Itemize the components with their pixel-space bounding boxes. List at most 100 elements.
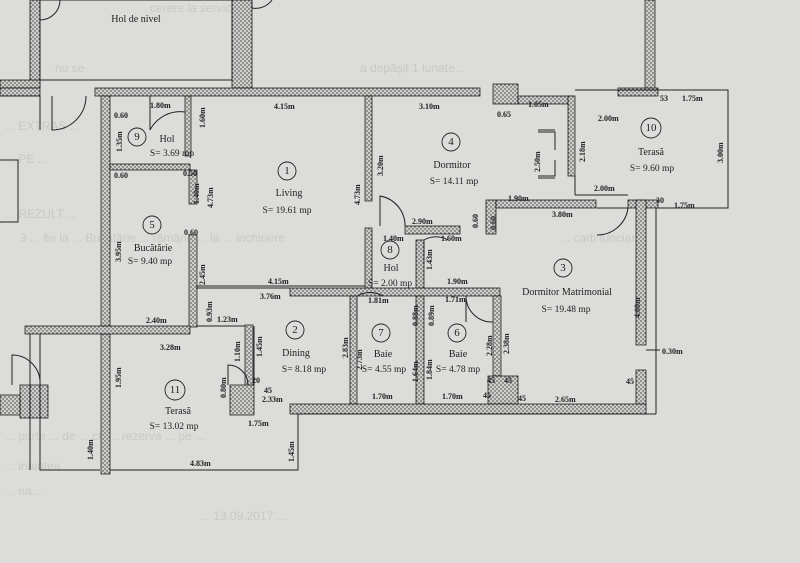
dimension-label: 1.10m [233, 341, 242, 362]
dimension-label: 2.83m [341, 337, 350, 358]
dimension-label: 1.60m [441, 234, 462, 243]
room-area-hol-8: S= 2.00 mp [368, 279, 412, 289]
dimension-label: 45 [264, 386, 272, 395]
room-area-living: S= 19.61 mp [263, 206, 312, 216]
room-area-dormitor-matrimonial: S= 19.48 mp [542, 305, 591, 315]
dimension-label: 2.28m [485, 335, 494, 356]
bg-text-11: ... ria... [5, 484, 42, 498]
room-number-living: 1 [284, 165, 290, 177]
room-number-hol-9: 9 [134, 131, 140, 143]
room-number-baie-7: 7 [378, 327, 384, 339]
bg-text-3: nu se [55, 61, 85, 75]
door-hol-nivel-left [39, 0, 61, 21]
walls [0, 0, 659, 475]
room-number-dining: 2 [292, 324, 298, 336]
door-entrance [51, 95, 87, 131]
wardrobe-doors [538, 131, 556, 177]
doors [0, 0, 629, 386]
room-name-hol-9: Hol [160, 134, 175, 145]
room-number-baie-6: 6 [454, 327, 460, 339]
room-labels: 1 Living S= 19.61 mp 2 Dining S= 8.18 mp… [111, 14, 674, 432]
room-name-dormitor-matrimonial: Dormitor Matrimonial [522, 287, 612, 298]
bg-text-4: ... REZULT ... [5, 207, 77, 221]
bg-text-7: ... EXTRAS ... [5, 119, 80, 133]
bg-text-8: ... PE ... [5, 152, 48, 166]
room-number-terasa-11: 11 [170, 384, 181, 396]
dimension-label: 3.00m [716, 142, 725, 163]
dimension-label: 3.20m [376, 155, 385, 176]
bg-text-1: cerere la serviciul [150, 1, 243, 15]
room-name-dining: Dining [282, 348, 310, 359]
dimension-label: 1.81m [368, 296, 389, 305]
dimension-label: 1.45m [287, 441, 296, 462]
dimension-label: 2.73m [355, 349, 364, 370]
dimension-label: 1.90m [447, 277, 468, 286]
room-area-baie-7: S= 4.55 mp [362, 365, 406, 375]
bg-text-5: 3 ... fie la ... Bucătărie ... rămâne ..… [20, 231, 285, 245]
dimension-label: 1.40m [86, 439, 95, 460]
dimension-label: 53 [660, 94, 668, 103]
room-number-hol-8: 8 [387, 244, 393, 256]
dimension-label: 1.60m [198, 107, 207, 128]
door-dormitor-matrimonial [596, 207, 629, 236]
dimension-label: 2.33m [262, 395, 283, 404]
room-number-terasa-10: 10 [646, 122, 658, 134]
bg-text-6: ... carti funciare [560, 231, 642, 245]
room-name-living: Living [276, 188, 303, 199]
dimension-label: 0.93m [205, 301, 214, 322]
dimension-label: 2.18m [578, 141, 587, 162]
dimension-label: 45 [518, 394, 526, 403]
dimension-label: 1.90m [508, 194, 529, 203]
dimension-label: 0.50 [183, 169, 197, 178]
bg-text-2: a depăşit 1 lunate... [360, 61, 465, 75]
room-number-bucatarie: 5 [149, 219, 155, 231]
dimension-label: 0.88m [411, 305, 420, 326]
dimension-label: 1.70m [372, 392, 393, 401]
dimension-label: 45 [483, 391, 491, 400]
dimension-label: 1.80m [150, 101, 171, 110]
dimension-label: 1.84m [425, 359, 434, 380]
dimension-label: 1.40m [192, 183, 201, 204]
dimension-label: 0.60 [114, 111, 128, 120]
dimension-label: 2.38m [502, 333, 511, 354]
bg-text-10: ... inaintea ... [5, 459, 74, 473]
door-baie-7 [356, 292, 384, 322]
dimension-label: 1.43m [425, 249, 434, 270]
dimension-label: 0.80m [219, 377, 228, 398]
dimension-label: 2.00m [598, 114, 619, 123]
room-area-baie-6: S= 4.78 mp [436, 365, 480, 375]
door-terasa-11 [227, 364, 249, 386]
bg-text-12: ... 13.09.2017 ... [200, 509, 287, 523]
outlines [0, 0, 729, 471]
dimension-label: 0.60 [184, 228, 198, 237]
dimension-label: 30 [656, 196, 664, 205]
room-markers [127, 117, 662, 401]
dimension-label: 0.89m [427, 305, 436, 326]
room-name-baie-6: Baie [449, 349, 468, 360]
dimension-label: 4.15m [268, 277, 289, 286]
dimension-label: 1.95m [114, 367, 123, 388]
dimension-label: 4.73m [206, 187, 215, 208]
room-area-bucatarie: S= 9.40 mp [128, 257, 172, 267]
room-name-hol-8: Hol [384, 263, 399, 274]
dimension-label: 3.10m [419, 102, 440, 111]
room-area-terasa-11: S= 13.02 mp [150, 422, 199, 432]
dimension-label: 2.65m [555, 395, 576, 404]
dimension-label: 1.71m [445, 295, 466, 304]
dimension-label: 0.65 [497, 110, 511, 119]
dimension-label: 1.75m [682, 94, 703, 103]
dimension-label: 4.60m [633, 297, 642, 318]
dimension-label: 45 [487, 376, 495, 385]
room-area-hol-9: S= 3.69 mp [150, 149, 194, 159]
dimension-label: 2.40m [146, 316, 167, 325]
dimension-label: 3.28m [160, 343, 181, 352]
dimension-label: 4.73m [353, 184, 362, 205]
window-left [0, 159, 18, 223]
dimension-label: 1.70m [442, 392, 463, 401]
room-number-dormitor: 4 [448, 136, 454, 148]
dimension-label: 0.60 [489, 216, 498, 230]
room-number-dormitor-matrimonial: 3 [560, 262, 566, 274]
dimension-label: 1.45m [255, 336, 264, 357]
dimension-label: 1.23m [217, 315, 238, 324]
